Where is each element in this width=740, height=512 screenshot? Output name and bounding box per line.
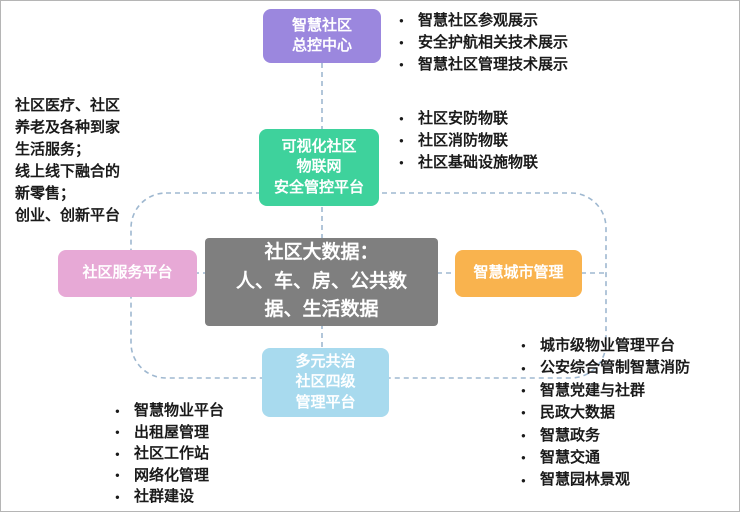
node-control-center: 智慧社区 总控中心: [263, 9, 381, 63]
list-item: 民政大数据: [519, 402, 690, 424]
node-governance-platform: 多元共治 社区四级 管理平台: [262, 348, 389, 417]
list-item: 社区工作站: [113, 443, 224, 465]
list-item: 智慧党建与社群: [519, 380, 690, 402]
list-item: 社区安防物联: [397, 108, 538, 130]
list-item: 安全护航相关技术展示: [397, 32, 568, 54]
list-item: 社区消防物联: [397, 130, 538, 152]
list-item: 出租屋管理: [113, 422, 224, 444]
bullet-list-iot: 社区安防物联 社区消防物联 社区基础设施物联: [397, 108, 538, 174]
node-iot-platform: 可视化社区 物联网 安全管控平台: [259, 129, 379, 206]
list-item: 智慧物业平台: [113, 400, 224, 422]
list-item: 社群建设: [113, 486, 224, 508]
bullet-list-city: 城市级物业管理平台 公安综合管制智慧消防 智慧党建与社群 民政大数据 智慧政务 …: [519, 335, 690, 492]
bullet-list-governance: 智慧物业平台 出租屋管理 社区工作站 网络化管理 社群建设: [113, 400, 224, 508]
list-item: 网络化管理: [113, 465, 224, 487]
list-item: 智慧社区参观展示: [397, 10, 568, 32]
list-item: 智慧政务: [519, 425, 690, 447]
node-service-platform: 社区服务平台: [58, 250, 197, 297]
bullet-list-control-center: 智慧社区参观展示 安全护航相关技术展示 智慧社区管理技术展示: [397, 10, 568, 76]
list-item: 社区基础设施物联: [397, 152, 538, 174]
node-community-big-data: 社区大数据： 人、车、房、公共数 据、生活数据: [205, 238, 438, 326]
list-item: 智慧交通: [519, 447, 690, 469]
list-item: 公安综合管制智慧消防: [519, 357, 690, 379]
list-item: 城市级物业管理平台: [519, 335, 690, 357]
node-city-management: 智慧城市管理: [455, 250, 582, 297]
list-item: 智慧园林景观: [519, 469, 690, 491]
list-item: 智慧社区管理技术展示: [397, 54, 568, 76]
service-platform-note: 社区医疗、社区 养老及各种到家 生活服务； 线上线下融合的 新零售； 创业、创新…: [15, 97, 121, 224]
